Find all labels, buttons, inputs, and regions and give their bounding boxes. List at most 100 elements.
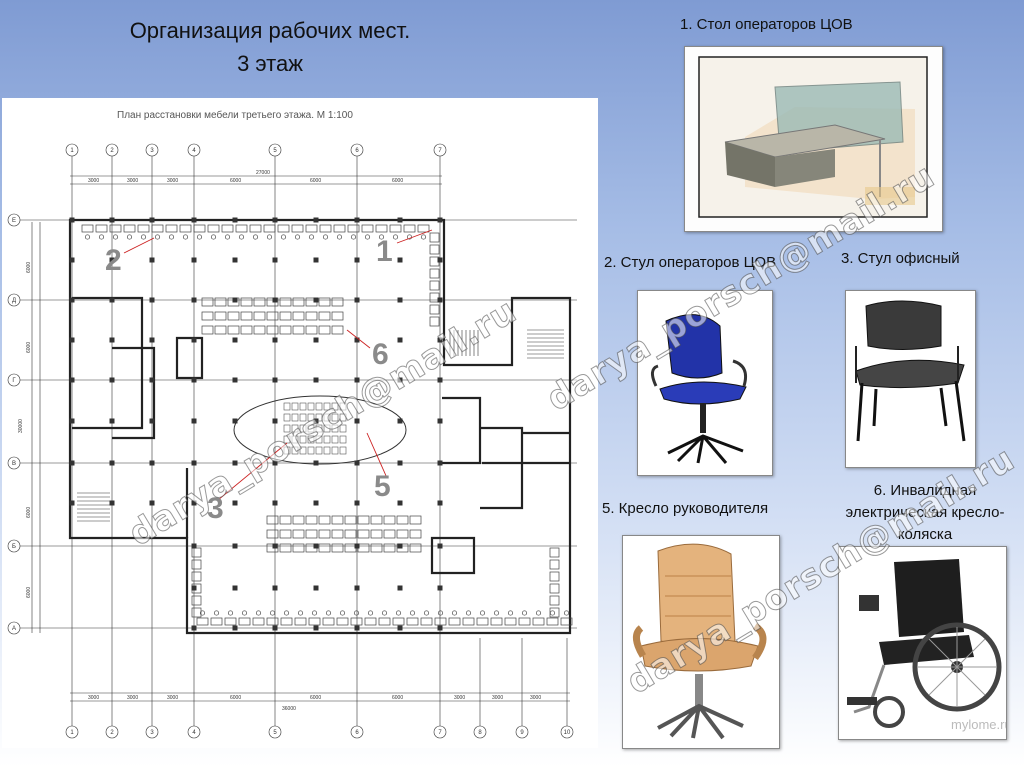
workstation [549, 571, 560, 582]
workstation [389, 224, 402, 233]
axis-bottom-9-label: 9 [520, 730, 524, 736]
operator-chair-photo [637, 290, 773, 476]
workstation [490, 617, 503, 626]
column [232, 217, 238, 223]
item-5-caption: 5. Кресло руководителя [602, 500, 769, 517]
axis-bottom-6-bubble [350, 725, 364, 739]
axis-top-1-bubble [65, 143, 79, 157]
column [191, 418, 197, 424]
workstation [214, 311, 227, 321]
axis-bottom-10-label: 10 [564, 730, 571, 736]
chair-mark [437, 610, 444, 616]
axis-bottom-10-bubble [560, 725, 574, 739]
chair-mark [126, 234, 133, 240]
workstation [191, 559, 202, 570]
workstation [214, 297, 227, 307]
chair-mark [395, 610, 402, 616]
chair-mark [269, 610, 276, 616]
dim-top-2: 3000 [127, 178, 138, 184]
column [69, 337, 75, 343]
conference-seat [291, 435, 299, 444]
column [191, 257, 197, 263]
workstation [322, 617, 335, 626]
item-6-caption-line3: коляска [897, 526, 953, 543]
workstation [344, 529, 357, 539]
conference-seat [315, 424, 323, 433]
conference-seat [331, 413, 339, 422]
workstation [191, 595, 202, 606]
dim-bottom-4: 6000 [230, 695, 241, 701]
column [397, 297, 403, 303]
workstation [347, 224, 360, 233]
column [191, 337, 197, 343]
axis-top-4-label: 4 [192, 148, 196, 154]
conference-seat [283, 435, 291, 444]
column [437, 337, 443, 343]
workstation [151, 224, 164, 233]
workstation [318, 515, 331, 525]
item-1-caption: 1. Стол операторов ЦОВ [680, 16, 853, 33]
workstation [383, 515, 396, 525]
column [397, 337, 403, 343]
dim-left-3: 6000 [26, 507, 32, 518]
column [313, 500, 319, 506]
column [109, 337, 115, 343]
column [232, 418, 238, 424]
conference-seat [323, 446, 331, 455]
operator-desk-image [685, 47, 942, 231]
workstation [266, 529, 279, 539]
column [69, 297, 75, 303]
conference-seat [299, 413, 307, 422]
column [191, 585, 197, 591]
chair-mark [521, 610, 528, 616]
axis-left-В-label: В [12, 461, 16, 467]
axis-bottom-4-label: 4 [192, 730, 196, 736]
chair-mark [227, 610, 234, 616]
axis-left-Б-bubble [7, 539, 21, 553]
workstation [409, 543, 422, 553]
workstation [560, 617, 573, 626]
column [313, 625, 319, 631]
column [191, 377, 197, 383]
workstation [279, 311, 292, 321]
chair-mark [98, 234, 105, 240]
axis-bottom-7-label: 7 [438, 730, 442, 736]
axis-bottom-2-bubble [105, 725, 119, 739]
chair-mark [465, 610, 472, 616]
workstation [224, 617, 237, 626]
column [232, 257, 238, 263]
column [109, 460, 115, 466]
operator-desk-photo [684, 46, 943, 232]
plan-caption: План расстановки мебели третьего этажа. … [117, 109, 353, 121]
conference-seat [339, 413, 347, 422]
column [313, 297, 319, 303]
workstation [253, 325, 266, 335]
column [69, 460, 75, 466]
workstation [292, 515, 305, 525]
chair-mark [507, 610, 514, 616]
chair-mark [252, 234, 259, 240]
column [232, 297, 238, 303]
conference-seat [323, 413, 331, 422]
item-3-caption: 3. Стул офисный [841, 250, 960, 267]
chair-mark [199, 610, 206, 616]
workstation [279, 543, 292, 553]
column [437, 543, 443, 549]
dim-bottom-6: 6000 [392, 695, 403, 701]
workstation [207, 224, 220, 233]
item-6-caption-line2: электрическая кресло- [845, 504, 1005, 521]
conference-seat [307, 446, 315, 455]
chair-mark [451, 610, 458, 616]
chair-mark [182, 234, 189, 240]
workstation [179, 224, 192, 233]
column [191, 297, 197, 303]
chair-mark [294, 234, 301, 240]
wheelchair-image: mylome.ru [839, 547, 1006, 739]
floor-plan: План расстановки мебели третьего этажа. … [2, 98, 598, 748]
workstation [392, 617, 405, 626]
workstation [383, 529, 396, 539]
chair-mark [493, 610, 500, 616]
column [354, 543, 360, 549]
workstation [81, 224, 94, 233]
conference-seat [299, 446, 307, 455]
